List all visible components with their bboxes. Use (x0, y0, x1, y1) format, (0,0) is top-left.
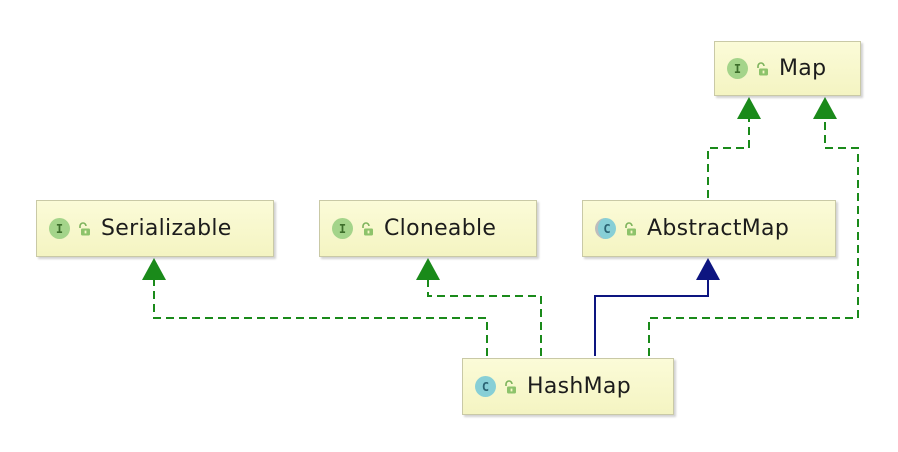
node-hashmap[interactable]: C HashMap (462, 358, 674, 415)
edge-hashmap-to-cloneable (427, 280, 542, 356)
node-label: Serializable (101, 216, 232, 241)
node-abstractmap[interactable]: C AbstractMap (582, 200, 836, 257)
interface-badge-icon: I (49, 218, 70, 239)
arrowhead-cloneable (416, 258, 440, 280)
arrowhead-abstractmap (696, 258, 720, 280)
class-badge-icon: C (475, 376, 496, 397)
interface-badge-icon: I (727, 58, 748, 79)
unlocked-padlock-icon (505, 379, 516, 393)
node-label: Map (779, 56, 827, 81)
edge-hashmap-to-abstractmap (594, 280, 709, 356)
node-label: HashMap (527, 374, 631, 399)
arrowhead-serializable (142, 258, 166, 280)
node-cloneable[interactable]: I Cloneable (319, 200, 537, 257)
interface-badge-icon: I (332, 218, 353, 239)
node-serializable[interactable]: I Serializable (36, 200, 274, 257)
unlocked-padlock-icon (79, 221, 90, 235)
unlocked-padlock-icon (757, 61, 768, 75)
node-label: Cloneable (384, 216, 497, 241)
unlocked-padlock-icon (625, 221, 636, 235)
edge-hashmap-to-serializable (153, 280, 488, 356)
abstract-class-badge-icon: C (595, 218, 616, 239)
node-map[interactable]: I Map (714, 41, 861, 96)
arrowhead-map-left (737, 97, 761, 119)
arrowhead-map-right (813, 97, 837, 119)
unlocked-padlock-icon (362, 221, 373, 235)
node-label: AbstractMap (647, 216, 790, 241)
edge-hashmap-to-map (648, 118, 859, 356)
edge-abstractmap-to-map (707, 118, 750, 198)
